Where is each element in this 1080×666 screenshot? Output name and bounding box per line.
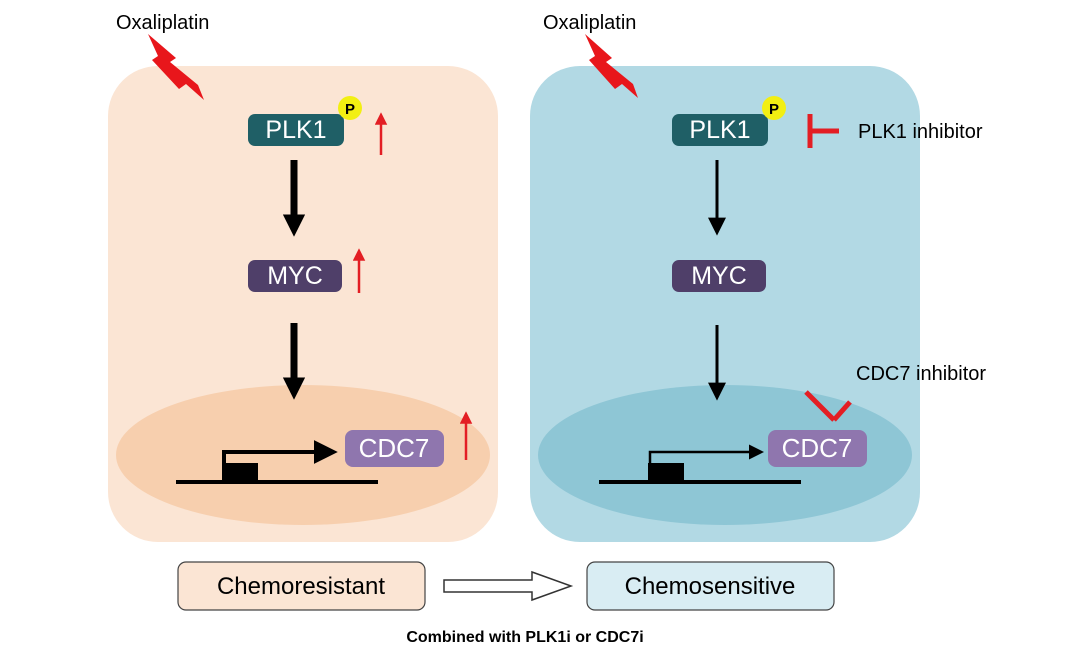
transcription-arrow <box>222 440 338 464</box>
cdc7-box <box>345 430 444 467</box>
transcription-arrow <box>648 444 764 463</box>
cdc7-inhibitor-label: CDC7 inhibitor <box>856 363 986 385</box>
myc-label: MYC <box>691 262 747 290</box>
plk1-box <box>672 114 768 146</box>
phospho-badge <box>338 96 362 120</box>
myc-box <box>248 260 342 292</box>
chemoresistant-box <box>177 561 426 611</box>
chemosensitive-label: Chemosensitive <box>625 573 796 600</box>
myc-label: MYC <box>267 262 323 290</box>
oxaliplatin-label: Oxaliplatin <box>543 12 636 34</box>
plk1-inhibitor-label: PLK1 inhibitor <box>858 121 983 143</box>
transition-arrow <box>443 570 574 602</box>
chemoresistant-label: Chemoresistant <box>217 573 385 600</box>
left-nucleus <box>116 385 490 525</box>
footer-caption: Combined with PLK1i or CDC7i <box>406 629 643 646</box>
lightning-bolt-icon <box>148 34 204 100</box>
plk1-box <box>248 114 344 146</box>
promoter-block <box>222 463 258 482</box>
right-panel: Oxaliplatin PLK1 P PLK1 inhibitor MYC CD… <box>530 12 986 542</box>
oxaliplatin-label: Oxaliplatin <box>116 12 209 34</box>
cdc7-inhibitor-symbol <box>804 390 852 422</box>
lightning-bolt-icon <box>585 34 638 98</box>
phospho-badge-label: P <box>345 101 355 118</box>
cdc7-label: CDC7 <box>782 433 853 463</box>
state-row: Chemoresistant Chemosensitive Combined w… <box>177 561 835 646</box>
plk1-label: PLK1 <box>265 116 326 144</box>
phospho-badge-label: P <box>769 101 779 118</box>
plk1-label: PLK1 <box>689 116 750 144</box>
cdc7-box <box>768 430 867 467</box>
left-panel: Oxaliplatin PLK1 P MYC CDC7 <box>108 12 498 542</box>
right-nucleus <box>538 385 912 525</box>
promoter-block <box>648 463 684 482</box>
phospho-badge <box>762 96 786 120</box>
cdc7-label: CDC7 <box>359 433 430 463</box>
plk1-inhibitor-symbol <box>807 114 839 148</box>
myc-box <box>672 260 766 292</box>
chemosensitive-box <box>586 561 835 611</box>
